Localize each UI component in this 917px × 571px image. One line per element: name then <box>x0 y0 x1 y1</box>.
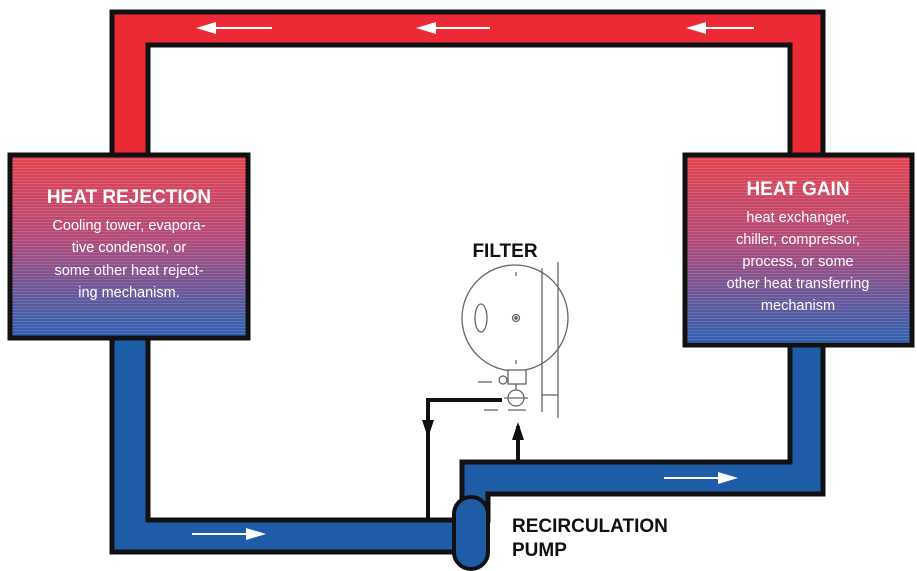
heat-rejection-line-3: some other heat reject- <box>54 263 203 279</box>
heat-rejection-line-2: tive condensor, or <box>72 240 187 256</box>
flow-arrow-right-icon <box>664 472 738 484</box>
filter-drawing <box>461 262 569 418</box>
flow-arrows <box>192 22 754 540</box>
hot-return-pipe <box>109 9 826 163</box>
arrow-down-icon <box>422 420 434 438</box>
flow-arrow-left-icon <box>686 22 754 34</box>
pump-label-line-2: PUMP <box>512 540 567 561</box>
heat-rejection-box: HEAT REJECTION Cooling tower, evapora- t… <box>7 152 251 341</box>
pump-label-line-1: RECIRCULATION <box>512 516 668 537</box>
heat-gain-line-2: chiller, compressor, <box>736 232 860 248</box>
heat-gain-line-4: other heat transferring <box>727 276 870 292</box>
heat-gain-line-5: mechanism <box>761 298 835 314</box>
heat-gain-line-1: heat exchanger, <box>746 210 849 226</box>
recirculation-pump <box>452 495 490 571</box>
heat-gain-title: HEAT GAIN <box>746 179 849 200</box>
heat-rejection-line-4: ing mechanism. <box>78 285 180 301</box>
heat-gain-line-3: process, or some <box>742 254 853 270</box>
filter-label: FILTER <box>472 241 537 262</box>
arrow-up-icon <box>512 422 524 440</box>
flow-arrow-left-icon <box>416 22 490 34</box>
heat-rejection-title: HEAT REJECTION <box>47 187 211 208</box>
flow-arrow-right-icon <box>192 528 266 540</box>
flow-arrow-left-icon <box>196 22 272 34</box>
cold-pipe-left <box>109 332 468 555</box>
heat-gain-box: HEAT GAIN heat exchanger, chiller, compr… <box>682 152 915 348</box>
heat-rejection-line-1: Cooling tower, evapora- <box>52 218 205 234</box>
